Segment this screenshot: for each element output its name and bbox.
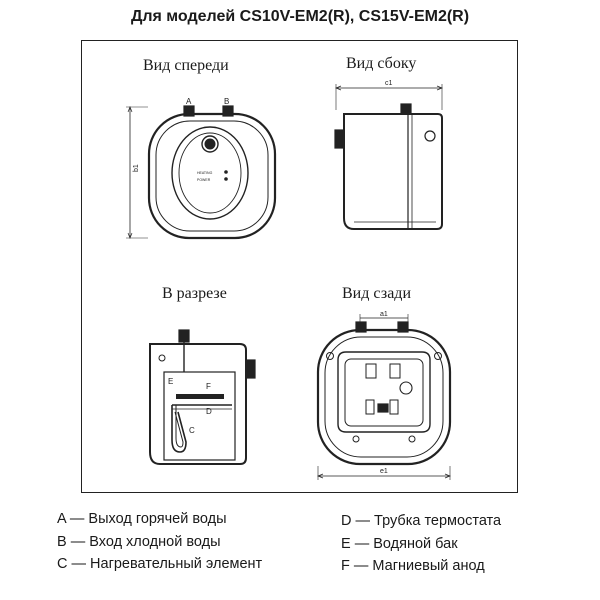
back-view-label: Вид сзади bbox=[342, 285, 411, 302]
dim-a1-label: a1 bbox=[380, 311, 388, 318]
legend-item-c: C — Нагревательный элемент bbox=[57, 556, 263, 572]
marker-b-front: B bbox=[224, 97, 229, 106]
legend-item-a: A — Выход горячей воды bbox=[57, 511, 227, 527]
panel-power-label: POWER bbox=[197, 178, 211, 182]
legend-item-b: B — Вход хлодной воды bbox=[57, 534, 221, 550]
legend-item-e: E — Водяной бак bbox=[341, 536, 458, 552]
page-title: Для моделей CS10V-EM2(R), CS15V-EM2(R) bbox=[130, 8, 470, 25]
marker-a-front: A bbox=[186, 97, 192, 106]
marker-f: F bbox=[206, 382, 211, 391]
side-view-label: Вид сбоку bbox=[346, 55, 417, 72]
legend-item-d: D — Трубка термостата bbox=[341, 513, 502, 529]
section-view bbox=[149, 329, 256, 465]
back-view bbox=[316, 314, 452, 480]
marker-c: C bbox=[189, 426, 195, 435]
front-view-label: Вид спереди bbox=[143, 57, 229, 74]
side-view bbox=[334, 84, 443, 230]
dim-c1-label: c1 bbox=[385, 80, 393, 87]
front-view bbox=[126, 105, 277, 240]
marker-d: D bbox=[206, 407, 212, 416]
panel-heating-label: HEATING bbox=[197, 171, 213, 175]
legend-item-f: F — Магниевый анод bbox=[341, 558, 485, 574]
marker-e: E bbox=[168, 377, 173, 386]
dim-e1-label: e1 bbox=[380, 468, 388, 475]
dim-b1-label: b1 bbox=[133, 164, 140, 172]
diagram-frame bbox=[81, 40, 518, 493]
section-view-label: В разрезе bbox=[162, 285, 227, 302]
